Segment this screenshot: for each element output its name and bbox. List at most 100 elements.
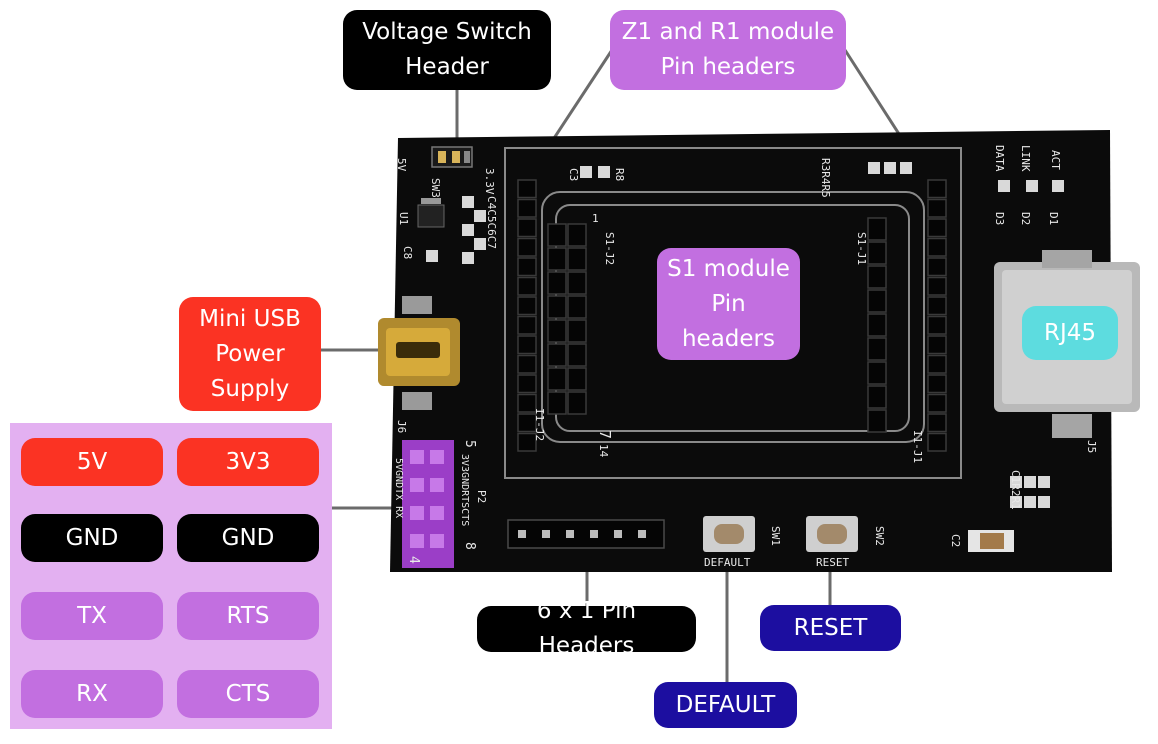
p2-pin <box>430 534 444 548</box>
default-tactile-switch <box>703 516 755 552</box>
silk-p2: P2 <box>475 490 488 503</box>
smd-part <box>1010 476 1022 488</box>
header6-pin <box>590 530 598 538</box>
c2-capacitor <box>968 530 1014 552</box>
u1-regulator <box>417 198 445 228</box>
callout-line: Supply <box>210 375 290 402</box>
smd-part <box>1038 496 1050 508</box>
header-pin <box>547 319 567 343</box>
p2-header <box>402 440 454 568</box>
header-pin <box>547 391 567 415</box>
header-pin <box>867 385 887 409</box>
silk-s1-j2: S1-J2 <box>603 232 616 265</box>
mini-usb-power-callout: Mini USB Power Supply <box>179 297 321 411</box>
p2-pin <box>430 506 444 520</box>
smd-components <box>426 162 1064 508</box>
header-pin <box>867 337 887 361</box>
smd-part <box>884 162 896 174</box>
silk-5v: 5V <box>395 158 408 172</box>
smd-part <box>1024 476 1036 488</box>
silk-r3r4r5: R3R4R5 <box>819 158 832 198</box>
callout-line: Power <box>215 340 285 367</box>
reset-callout: RESET <box>760 605 901 651</box>
silk-pin7: 7 <box>596 430 614 439</box>
silk-c8: C8 <box>401 246 414 259</box>
silk-sw3: SW3 <box>429 178 442 198</box>
s1-pin-header-left <box>547 223 587 415</box>
silk-c2: C2 <box>949 534 962 547</box>
pin-5v: 5V <box>21 438 163 486</box>
header-pin <box>867 241 887 265</box>
header-pin <box>927 413 947 433</box>
silk-pin14: 14 <box>597 444 610 458</box>
voltage-switch-header-callout: Voltage Switch Header <box>343 10 551 90</box>
z1-outline <box>504 147 962 479</box>
silk-i1-j1: I1-J1 <box>911 430 924 463</box>
silk-j5: J5 <box>1085 440 1098 453</box>
header-pin <box>867 289 887 313</box>
s1-pin-headers-callout: S1 module Pin headers <box>657 248 800 360</box>
smd-part <box>462 224 474 236</box>
silk-p2-8: 8 <box>462 542 477 550</box>
header-pin <box>867 361 887 385</box>
callout-line: 6 x 1 Pin Headers <box>536 598 637 659</box>
pin-rx: RX <box>21 670 163 718</box>
p2-pin <box>430 450 444 464</box>
pin-header-6x1 <box>507 519 665 549</box>
smd-part <box>1024 496 1036 508</box>
silk-reset: RESET <box>816 556 849 569</box>
header-pin <box>927 198 947 218</box>
header6-pin <box>566 530 574 538</box>
silk-sw1: SW1 <box>769 526 782 546</box>
header-pin <box>517 315 537 335</box>
header-pin <box>927 257 947 277</box>
callout-line: S1 module <box>667 255 790 282</box>
header-pin <box>567 295 587 319</box>
silk-r8: R8 <box>613 168 626 181</box>
p2-pin-legend: 5V 3V3 GND GND TX RTS RX CTS <box>10 423 332 729</box>
silk-i1-j2: I1-J2 <box>533 408 546 441</box>
header-pin <box>517 335 537 355</box>
silk-d2: D2 <box>1019 212 1032 225</box>
header-pin <box>517 374 537 394</box>
smd-part <box>868 162 880 174</box>
header-pin <box>547 295 567 319</box>
header-pin <box>867 409 887 433</box>
header-pin <box>567 367 587 391</box>
smd-part <box>462 196 474 208</box>
s1-outline <box>541 191 925 443</box>
header-pin <box>517 218 537 238</box>
p2-pin <box>410 450 424 464</box>
header-pin <box>517 354 537 374</box>
silk-default: DEFAULT <box>704 556 751 569</box>
header-pin <box>927 432 947 452</box>
default-callout: DEFAULT <box>654 682 797 728</box>
pin-tx: TX <box>21 592 163 640</box>
header-pin <box>567 343 587 367</box>
header-pin <box>517 237 537 257</box>
pin-rts: RTS <box>177 592 319 640</box>
callout-line: Header <box>405 54 489 80</box>
header-pin <box>517 296 537 316</box>
silk-c1r2r1: C1R2R1 <box>1009 470 1022 510</box>
header-pin <box>927 179 947 199</box>
z1-pin-header-left <box>517 179 537 452</box>
p2-pin <box>410 506 424 520</box>
silk-act: ACT <box>1049 150 1062 170</box>
silk-c4c5c6c7: C4C5C6C7 <box>485 196 498 249</box>
mini-usb-connector <box>378 296 460 410</box>
silk-data: DATA <box>993 145 1006 172</box>
silk-link: LINK <box>1019 145 1032 172</box>
callout-line: Mini USB <box>199 305 301 332</box>
callout-line: DEFAULT <box>675 691 776 718</box>
header-pin <box>927 276 947 296</box>
silk-u1: U1 <box>397 212 410 225</box>
reset-tactile-switch <box>806 516 858 552</box>
silk-3v3: 3.3V <box>483 168 496 195</box>
header-pin <box>927 335 947 355</box>
silk-p2-5: 5 <box>462 440 477 448</box>
silk-d3: D3 <box>993 212 1006 225</box>
header-pin <box>927 374 947 394</box>
callout-line: Z1 and R1 module <box>621 19 835 45</box>
header-pin <box>517 413 537 433</box>
